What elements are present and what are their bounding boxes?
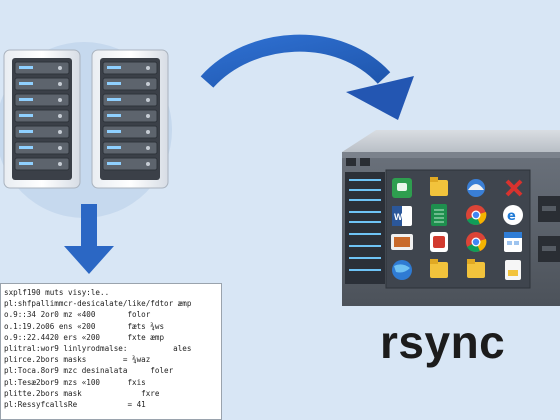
word-doc-icon: W (392, 206, 412, 226)
chrome-icon (466, 232, 487, 252)
globe-icon (392, 260, 412, 280)
terminal-line: o.1:19.2o06 ens «200 fæts ¾ws (4, 321, 165, 331)
rsync-label: rsync (380, 316, 506, 368)
messages-app-icon (392, 178, 412, 198)
slides-icon (391, 234, 413, 250)
server-rack-icon (3, 49, 81, 189)
terminal-window-icon: sxplf190 muts visy:le.. pl:shfpallimmcr-d… (0, 283, 222, 420)
terminal-line: sxplf190 muts visy:le.. (4, 288, 110, 297)
calendar-icon (504, 232, 522, 252)
svg-text:W: W (394, 212, 403, 222)
text-doc-icon (505, 260, 521, 280)
pdf-icon (430, 232, 448, 252)
server-rack-icon (91, 49, 169, 189)
terminal-line: plitte.2bors mask fxre (4, 388, 160, 398)
folder-icon (467, 259, 485, 278)
terminal-line: o.9::34 2or0 mz «400 folor (4, 310, 151, 320)
terminal-line: o.9::22.4420 ers «200 fxte æmp (4, 332, 165, 342)
terminal-line: plitral:wor9 linlyrodmalse: ales (4, 343, 192, 353)
terminal-line: pl:shfpallimmcr-desicalate/like/fdtor æm… (4, 299, 192, 309)
terminal-line: pl:Tesæ2bor9 mzs «100 fxis (4, 377, 146, 387)
spreadsheet-icon (431, 204, 447, 226)
terminal-line: plirce.2bors masks = ¾waz (4, 355, 151, 365)
svg-text:e: e (507, 209, 516, 224)
terminal-line: pl:Toca.8or9 mzc desinalata foler (4, 366, 174, 376)
curved-arrow-icon (200, 34, 414, 120)
x-app-icon (504, 178, 524, 198)
chrome-icon (466, 205, 487, 225)
edge-icon: e (503, 205, 523, 225)
folder-icon (430, 259, 448, 278)
arrow-down-icon (64, 204, 114, 274)
nas-server-icon (342, 130, 560, 306)
weather-app-icon (467, 179, 485, 197)
folder-icon (430, 177, 448, 196)
terminal-line: pl:RessyfcallsRe = 41 (4, 399, 146, 409)
